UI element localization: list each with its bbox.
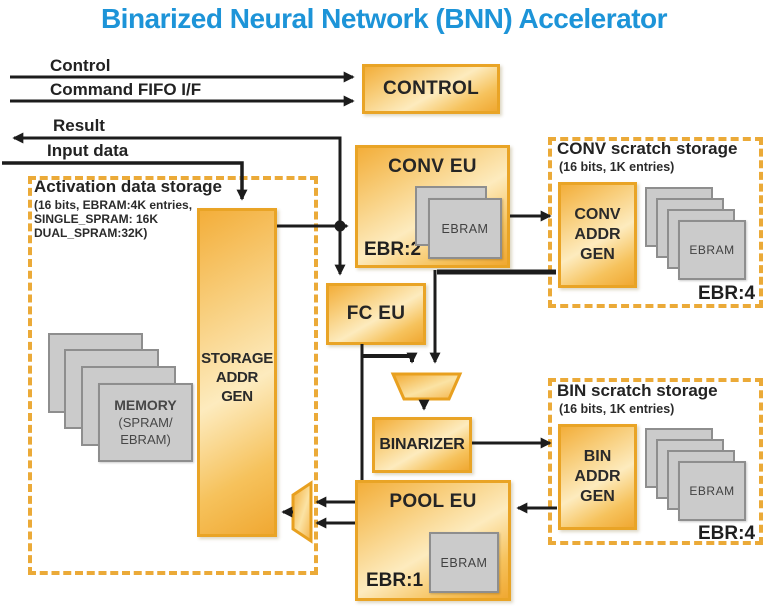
bin-addr-gen-line1: BIN <box>583 448 612 465</box>
pool-eu-label: POOL EU <box>389 491 477 512</box>
conv-scratch-ebr-count: EBR:4 <box>698 283 756 304</box>
bin-scratch-ebram-label: EBRAM <box>689 484 735 498</box>
binarizer-input-mux <box>390 372 463 401</box>
conv-scratch-subtitle: (16 bits, 1K entries) <box>559 160 675 174</box>
fc-eu-label: FC EU <box>346 303 406 324</box>
conv-scratch-storage-group <box>548 137 763 308</box>
bin-scratch-ebram-block: EBRAM <box>678 461 746 521</box>
fc-eu-to-mux-arrow <box>362 352 418 364</box>
bin-scratch-title: BIN scratch storage <box>557 381 718 400</box>
memory-block: MEMORY (SPRAM/ EBRAM) <box>98 383 193 462</box>
result-label: Result <box>53 116 105 135</box>
control-block: CONTROL <box>362 64 500 114</box>
conv-addr-gen-line2: ADDR <box>574 226 621 243</box>
conv-eu-ebr-count: EBR:2 <box>364 239 422 260</box>
control-block-label: CONTROL <box>382 78 480 99</box>
memory-label-line2: (SPRAM/ <box>118 415 173 430</box>
pool-eu-ebram-block: EBRAM <box>429 532 499 593</box>
conv-scratch-title: CONV scratch storage <box>557 139 738 158</box>
bin-scratch-subtitle: (16 bits, 1K entries) <box>559 402 675 416</box>
binarizer-label: BINARIZER <box>379 436 465 453</box>
conv-addr-gen-block: CONV ADDR GEN <box>558 182 637 288</box>
memory-label-line1: MEMORY <box>114 397 177 413</box>
conv-addr-gen-line3: GEN <box>580 246 615 263</box>
conv-eu-label: CONV EU <box>388 156 477 177</box>
conv-eu-ebram-label: EBRAM <box>441 221 489 236</box>
conv-addr-gen-line1: CONV <box>574 206 621 223</box>
conv-scratch-ebram-block: EBRAM <box>678 220 746 280</box>
memory-label-line3: EBRAM) <box>120 432 171 447</box>
storage-addr-gen-line3: GEN <box>221 388 253 405</box>
control-signal-label: Control <box>50 56 111 75</box>
bin-addr-gen-line2: ADDR <box>574 468 621 485</box>
conv-scratch-ebram-label: EBRAM <box>689 243 735 257</box>
bin-scratch-storage-group <box>548 378 763 545</box>
bin-addr-gen-block: BIN ADDR GEN <box>558 424 637 530</box>
storage-addr-gen-line2: ADDR <box>215 369 259 386</box>
storage-addr-gen-block: STORAGE ADDR GEN <box>197 208 277 537</box>
binarizer-block: BINARIZER <box>372 417 472 473</box>
junction-dot <box>334 220 346 232</box>
page-title: Binarized Neural Network (BNN) Accelerat… <box>100 3 668 34</box>
bin-scratch-ebr-count: EBR:4 <box>698 523 756 544</box>
conv-eu-ebram-block: EBRAM <box>428 198 502 259</box>
bin-addr-gen-line3: GEN <box>580 488 615 505</box>
input-data-label: Input data <box>47 141 129 160</box>
pool-eu-ebr-count: EBR:1 <box>366 570 424 591</box>
command-fifo-label: Command FIFO I/F <box>50 80 202 99</box>
fc-eu-block: FC EU <box>326 283 426 345</box>
storage-addr-gen-line1: STORAGE <box>201 350 273 367</box>
pool-eu-ebram-label: EBRAM <box>440 555 488 570</box>
